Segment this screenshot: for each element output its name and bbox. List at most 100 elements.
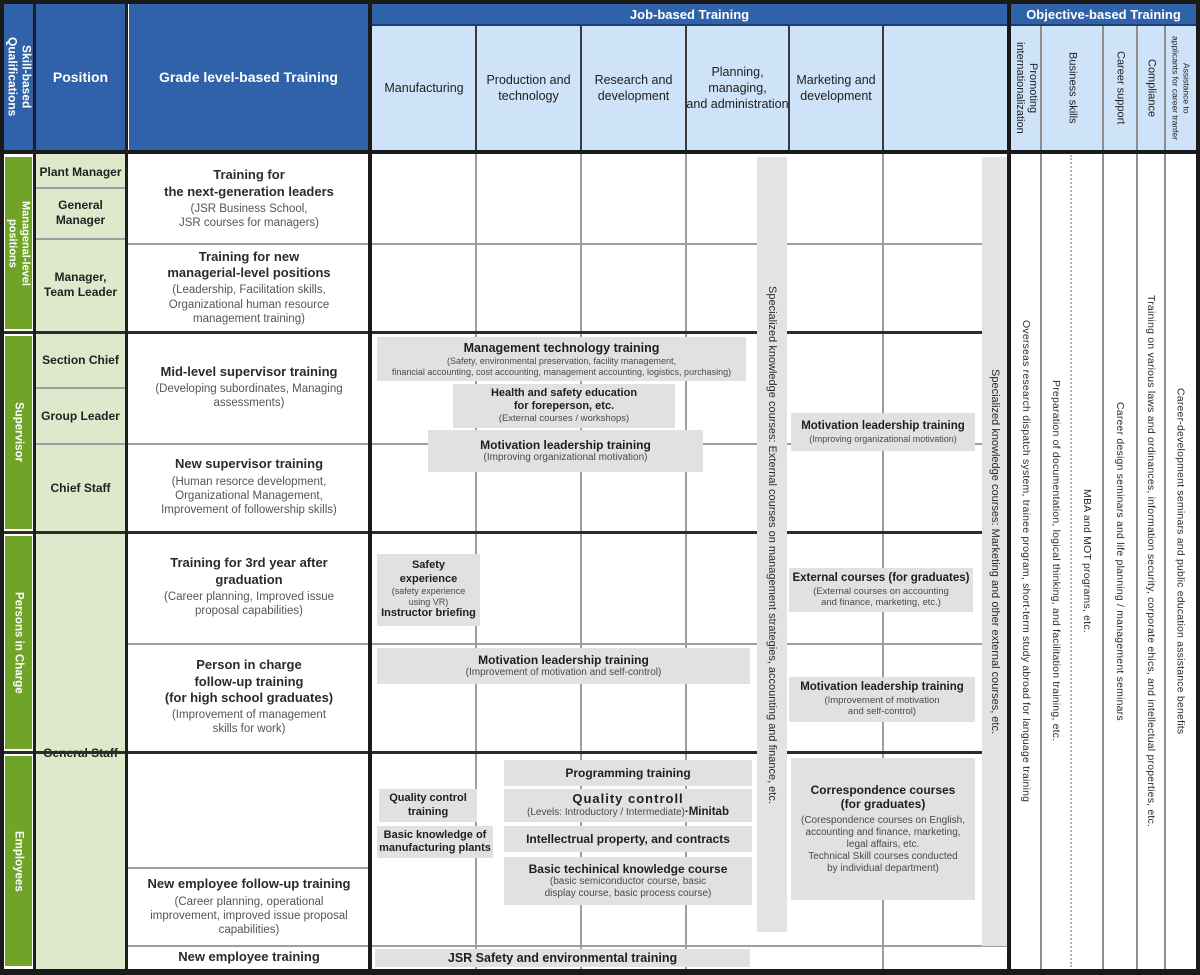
box-subtitle: (Improving organizational motivation) — [809, 433, 957, 444]
grid-line — [0, 751, 1008, 754]
grid-line — [580, 154, 582, 969]
position-column-background — [36, 154, 125, 969]
objective-body-internationalization-label: Overseas research dispatch system, train… — [1020, 319, 1032, 803]
objective-body-compliance-label: Training on various laws and ordinances,… — [1145, 294, 1157, 828]
grid-line — [0, 331, 1008, 334]
objective-body-career-support: Career design seminars and life planning… — [1103, 154, 1137, 968]
column-header-manufacturing: Manufacturing — [372, 26, 476, 150]
box-programming-training: Programming training — [504, 760, 752, 786]
box-subtitle: (safety experience using VR) — [391, 585, 466, 607]
grade-cell-title: New supervisor training — [174, 456, 324, 472]
box-title: Basic knowledge of manufacturing plants — [379, 828, 491, 854]
box-motivation-pic: Motivation leadership training (Improvem… — [377, 648, 750, 684]
grid-line — [128, 945, 1008, 947]
box-quality-controll: Quality controll (Levels: Introductory /… — [504, 789, 752, 822]
section-employees-label: Employees — [12, 830, 25, 892]
section-persons-in-charge: Persons in Charge — [5, 536, 32, 749]
outer-border-right — [1196, 0, 1200, 975]
box-quality-control-training: Quality control training — [379, 789, 477, 822]
column-header-research-development: Research and development — [581, 26, 686, 150]
grid-line — [685, 154, 687, 969]
grid-line — [128, 643, 1008, 645]
objective-body-business-left-label: Preparation of documentation, logical th… — [1050, 380, 1062, 742]
grade-cell-title: New employee training — [178, 948, 320, 964]
box-subtitle: (External courses on accounting and fina… — [813, 585, 949, 608]
box-title: Management technology training — [463, 340, 660, 355]
box-subtitle: (External courses / workshops) — [498, 413, 630, 425]
box-motivation-supervisor: Motivation leadership training (Improvin… — [428, 430, 703, 472]
grid-line — [128, 867, 369, 869]
box-subtitle: (Improving organizational motivation) — [483, 452, 648, 464]
grade-cell-new-employee-followup: New employee follow-up training (Career … — [130, 868, 368, 946]
grade-cell-mid-level-supervisor: Mid-level supervisor training (Developin… — [130, 331, 368, 443]
grid-line-dotted — [1070, 155, 1072, 967]
box-motivation-pic-marketing: Motivation leadership training (Improvem… — [789, 677, 975, 722]
box-title: Health and safety education for forepers… — [490, 387, 638, 413]
position-general-manager: General Manager — [55, 198, 106, 227]
grid-line — [0, 531, 1008, 534]
grid-line — [580, 26, 582, 150]
group-header-job-training: Job-based Training — [372, 4, 1007, 26]
box-safety-experience: Safety experience (safety experience usi… — [377, 554, 480, 626]
position-section-chief: Section Chief — [42, 352, 119, 367]
header-skill-qualifications-label: Skill-based Qualifications — [5, 37, 34, 117]
grade-cell-subtitle: (Leadership, Facilitation skills, Organi… — [168, 284, 330, 325]
header-grade-training: Grade level-based Training — [129, 4, 368, 150]
bar-specialized-knowledge-external-label: Specialized knowledge courses: External … — [766, 285, 778, 804]
box-subtitle: (Levels: Introductory / Intermediate) — [527, 807, 685, 819]
grade-cell-title: Mid-level supervisor training — [160, 363, 338, 379]
grade-cell-subtitle: (Developing subordinates, Managing asses… — [155, 382, 343, 410]
outer-border-left — [0, 0, 4, 975]
grade-cell-new-employee: New employee training — [130, 946, 368, 968]
position-plant-manager: Plant Manager — [39, 164, 122, 179]
box-subtitle-row: (Levels: Introductory / Intermediate)·Mi… — [527, 806, 729, 820]
column-header-career-transfer-label: Assistance to applicants for career tran… — [1170, 36, 1192, 140]
grid-line — [125, 4, 128, 969]
box-subtitle: (Improvement of motivation and self-cont… — [465, 667, 662, 679]
box-title: Motivation leadership training — [480, 437, 651, 452]
objective-body-compliance: Training on various laws and ordinances,… — [1137, 154, 1165, 968]
position-chief-staff: Chief Staff — [50, 480, 111, 495]
box-title: Programming training — [565, 765, 691, 780]
grade-cell-subtitle: (Career planning, Improved issue proposa… — [163, 590, 335, 618]
section-supervisor-label: Supervisor — [12, 402, 25, 463]
column-header-promoting-internationalization: Promoting internationalization — [1011, 26, 1041, 150]
column-header-compliance-label: Compliance — [1145, 58, 1158, 118]
grid-line — [1164, 26, 1166, 969]
section-employees: Employees — [5, 756, 32, 966]
box-title: Basic techinical knowledge course — [528, 861, 728, 876]
box-subtitle: (Safety, environmental preservation, fac… — [391, 355, 732, 377]
box-subtitle: (basic semiconductor course, basic displ… — [544, 876, 712, 900]
grid-line — [128, 243, 1008, 245]
header-position: Position — [36, 4, 125, 150]
column-header-empty — [883, 26, 1007, 150]
header-skill-qualifications: Skill-based Qualifications — [4, 4, 33, 150]
grid-line — [368, 0, 372, 975]
box-title: JSR Safety and environmental training — [447, 950, 678, 965]
grade-cell-title: Person in charge follow-up training (for… — [164, 657, 334, 705]
column-header-business-skills: Business skills — [1041, 26, 1103, 150]
box-management-technology: Management technology training (Safety, … — [377, 337, 746, 381]
grid-line — [1040, 26, 1042, 969]
column-header-compliance: Compliance — [1137, 26, 1165, 150]
grade-cell-3rd-year: Training for 3rd year after graduation (… — [130, 531, 368, 643]
box-basic-technical-knowledge: Basic techinical knowledge course (basic… — [504, 857, 752, 905]
column-header-career-support: Career support — [1103, 26, 1137, 150]
column-header-marketing-development: Marketing and development — [789, 26, 883, 150]
grade-cell-title: Training for the next-generation leaders — [164, 167, 334, 199]
box-title: Intellectrual property, and contracts — [526, 831, 730, 846]
grid-line — [882, 154, 884, 969]
objective-body-career-transfer-label: Career-development seminars and public e… — [1174, 387, 1187, 735]
grade-cell-title: Training for 3rd year after graduation — [170, 555, 328, 587]
grade-cell-subtitle: (Human resorce development, Organization… — [161, 475, 337, 517]
objective-body-business-left: Preparation of documentation, logical th… — [1041, 154, 1071, 968]
position-manager-team-leader: Manager, Team Leader — [43, 270, 118, 299]
box-title: Quality controll — [572, 790, 684, 806]
box-motivation-supervisor-marketing: Motivation leadership training (Improvin… — [791, 413, 975, 451]
section-managerial: Managenal-level positions — [5, 157, 32, 329]
box-subtitle-bold: ·Minitab — [684, 806, 729, 819]
grid-line — [36, 238, 125, 240]
box-external-courses-graduates: External courses (for graduates) (Extern… — [789, 568, 973, 612]
column-header-production-technology: Production and technology — [476, 26, 581, 150]
grid-line — [788, 26, 790, 150]
